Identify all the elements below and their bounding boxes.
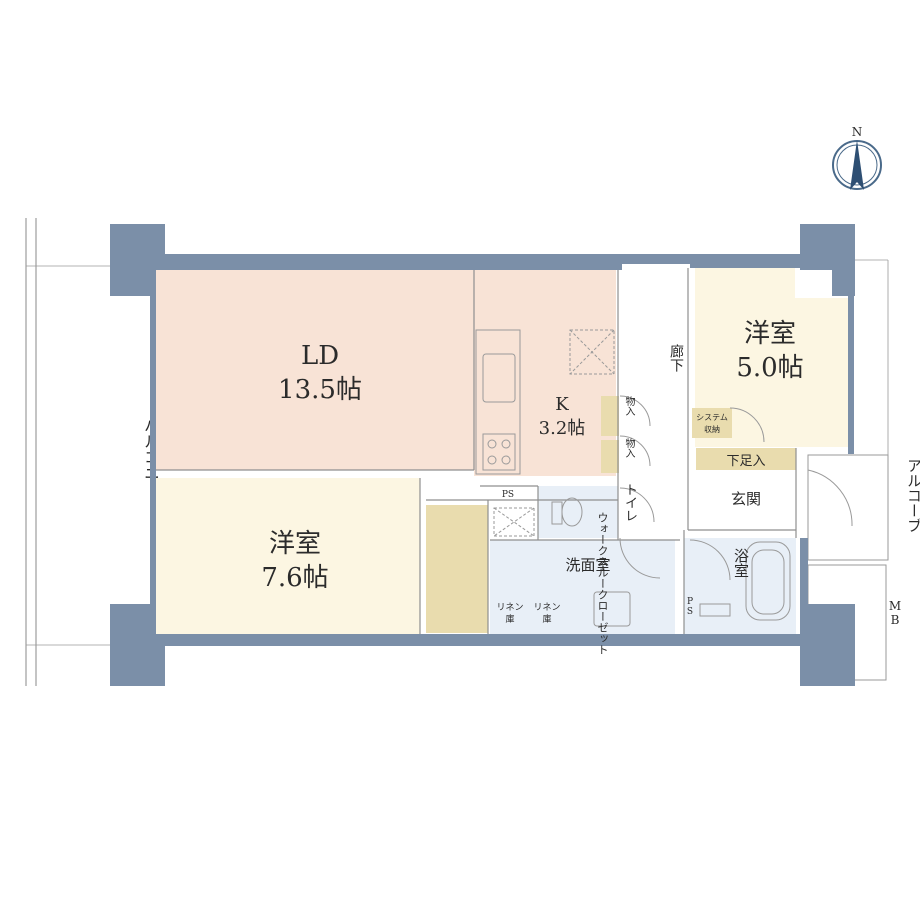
corridor-label-text: 廊下 bbox=[656, 343, 684, 372]
system-storage-label-1: システム bbox=[696, 413, 728, 422]
partitions bbox=[156, 268, 797, 638]
shoe-storage-room bbox=[696, 448, 796, 470]
bedroom-small-room bbox=[695, 268, 850, 447]
entrance-room bbox=[696, 472, 796, 526]
ps-1-label: PS bbox=[502, 490, 514, 500]
storage-1-room bbox=[601, 396, 619, 436]
system-storage-room bbox=[692, 408, 732, 438]
storage-2-room bbox=[601, 440, 619, 473]
bedroom-large-name-label: 洋室 bbox=[269, 529, 321, 559]
walls bbox=[110, 224, 855, 686]
north-arrow-icon bbox=[850, 140, 864, 190]
system-storage-label-2: 収納 bbox=[704, 424, 720, 434]
bedroom-small-name-label: 洋室 bbox=[744, 319, 796, 349]
corridor-label: 廊下 bbox=[656, 343, 684, 372]
kitchen-name-label: K bbox=[555, 394, 569, 415]
kitchen-size-label: 3.2帖 bbox=[539, 418, 586, 439]
compass: N bbox=[832, 125, 882, 190]
balcony-label: バルコニー bbox=[80, 417, 160, 495]
compass-label: N bbox=[852, 125, 863, 139]
bath-room bbox=[684, 538, 796, 634]
bedroom-small-size-label: 5.0帖 bbox=[736, 353, 803, 383]
ld-room bbox=[156, 270, 474, 470]
shoe-storage-label: 下足入 bbox=[726, 454, 765, 469]
linen-1-label-2: 庫 bbox=[505, 613, 514, 625]
linen-1-label-1: リネン bbox=[496, 602, 523, 613]
walk-through-closet-room bbox=[426, 505, 488, 633]
linen-2-label-1: リネン bbox=[533, 602, 560, 613]
washroom-room bbox=[490, 540, 675, 635]
ld-name-label: LD bbox=[301, 341, 339, 371]
bedroom-large-size-label: 7.6帖 bbox=[261, 563, 328, 593]
kitchen-counter bbox=[475, 329, 615, 475]
linen-2-label-2: 庫 bbox=[542, 613, 551, 625]
bath-fixtures bbox=[493, 497, 791, 627]
toilet-room bbox=[538, 486, 618, 538]
kitchen-room bbox=[474, 270, 616, 476]
door-swings bbox=[619, 395, 853, 581]
balcony-label-text: バルコニー bbox=[80, 417, 160, 495]
washroom-label: 洗面室 bbox=[565, 556, 610, 574]
bedroom-large-room bbox=[156, 478, 420, 638]
ld-size-label: 13.5帖 bbox=[278, 375, 362, 405]
entrance-label: 玄関 bbox=[731, 490, 761, 508]
